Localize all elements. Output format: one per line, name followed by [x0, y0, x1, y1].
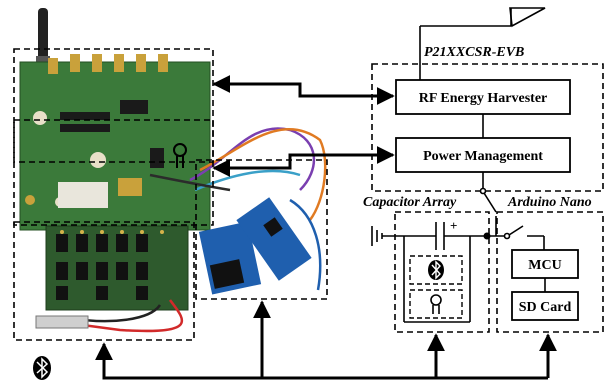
arduino-boards: [198, 197, 312, 295]
power-management-label: Power Management: [423, 149, 543, 164]
capacitor-board: [45, 225, 189, 311]
mcu-block: MCU: [511, 249, 579, 279]
bluetooth-load-outline: [409, 255, 463, 285]
harvester-block: RF Energy Harvester: [395, 79, 571, 115]
sd-card-label: SD Card: [519, 300, 572, 315]
pm-to-power-management-arrow: [212, 146, 395, 177]
capacitor-array-title: Capacitor Array: [363, 195, 457, 210]
hardware-photo: [19, 8, 327, 333]
evb-photo-outline: [13, 48, 214, 163]
connector-arrows: [95, 75, 557, 380]
bt-module: [35, 315, 89, 329]
antenna-rod: [36, 8, 50, 66]
power-management-block: Power Management: [395, 137, 571, 173]
arduino-nano-title: Arduino Nano: [507, 195, 592, 210]
antenna-icon: [419, 7, 546, 82]
evb-group-outline: [371, 63, 604, 192]
capacitor-photo-outline: [13, 221, 195, 341]
bluetooth-icon: [33, 356, 51, 380]
ground-icon: [371, 226, 383, 246]
capacitor-symbol: [382, 222, 485, 323]
mcu-switch: [487, 225, 545, 250]
capacitor-polarity: +: [450, 218, 457, 233]
led-icon: [430, 294, 442, 314]
sd-card-block: SD Card: [511, 291, 579, 321]
capacitor-array-outline: [394, 211, 490, 333]
arduino-nano-outline: [496, 211, 604, 333]
bottom-loop-line: [102, 344, 548, 380]
evb-to-harvester-arrow: [212, 75, 395, 105]
evb-title: P21XXCSR-EVB: [424, 45, 524, 60]
mcu-label: MCU: [528, 258, 561, 273]
led-load-outline: [409, 289, 463, 319]
bluetooth-icon: [428, 260, 444, 280]
pm-output-switch: [479, 172, 497, 236]
harvester-label: RF Energy Harvester: [419, 91, 548, 106]
